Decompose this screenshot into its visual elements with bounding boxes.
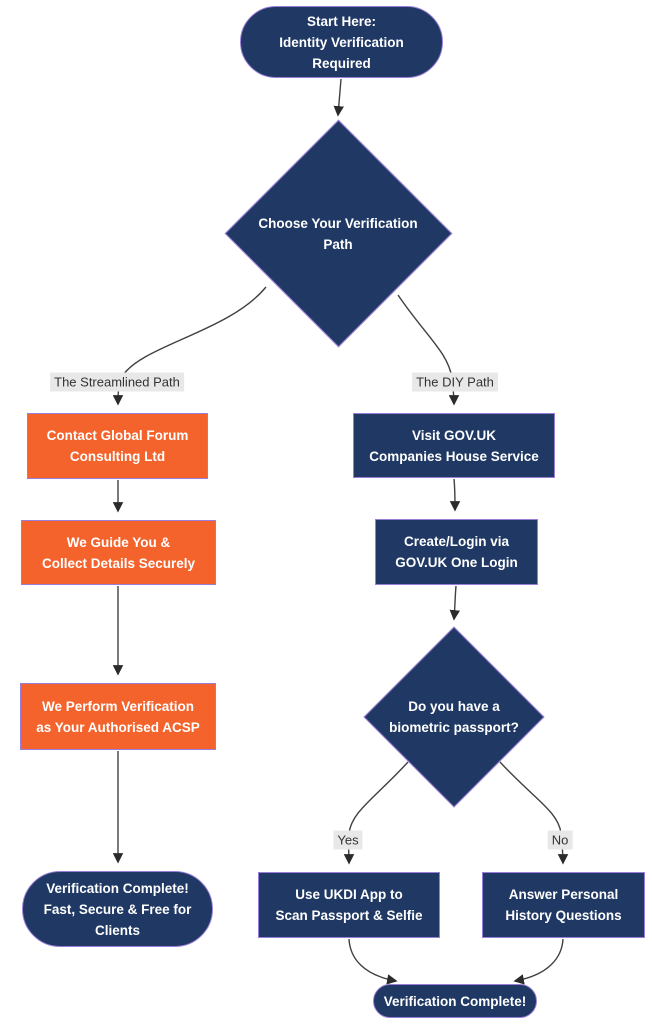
node-passport-line: biometric passport? (389, 720, 519, 735)
node-left-complete-line: Verification Complete! (46, 880, 189, 896)
node-start-line: Required (312, 55, 371, 71)
edge-questions-to-end (513, 938, 564, 985)
node-choose-path-line: Choose Your Verification (258, 216, 418, 231)
node-visit-line: Visit GOV.UK (411, 427, 497, 443)
node-ukdi-app-scan: Use UKDI App to Scan Passport & Selfie (258, 872, 440, 938)
node-visit-line: Companies House Service (369, 448, 539, 464)
edge-label-streamlined-path: The Streamlined Path (50, 372, 184, 392)
node-ukdi-line: Use UKDI App to (295, 887, 403, 902)
node-guide-line: We Guide You & (66, 534, 171, 550)
edge-label-yes: Yes (333, 830, 363, 850)
node-answer-history-questions: Answer Personal History Questions (482, 872, 645, 938)
node-passport-line: Do you have a (408, 699, 500, 714)
node-left-verification-complete: Verification Complete! Fast, Secure & Fr… (22, 871, 213, 947)
node-start-line: Start Here: (306, 13, 377, 29)
node-start-line: Identity Verification (279, 34, 404, 50)
node-perform-line: as Your Authorised ACSP (36, 719, 200, 735)
node-start: Start Here: Identity Verification Requir… (240, 6, 443, 78)
node-guide-line: Collect Details Securely (41, 555, 196, 571)
node-guide-collect-details: We Guide You & Collect Details Securely (21, 520, 216, 585)
edge-choose-to-contact (112, 286, 267, 406)
node-left-complete-line: Fast, Secure & Free for (43, 901, 192, 917)
node-perform-line: We Perform Verification (41, 698, 195, 714)
edge-label-diy-path: The DIY Path (412, 372, 498, 392)
node-choose-path-line: Path (323, 237, 353, 252)
node-questions-line: Answer Personal (508, 887, 619, 902)
node-contact-line: Contact Global Forum (46, 428, 189, 443)
node-login-line: Create/Login via (403, 534, 510, 549)
node-questions-line: History Questions (505, 908, 622, 923)
node-left-complete-line: Clients (94, 922, 140, 938)
node-end-line: Verification Complete! (383, 993, 527, 1009)
node-create-login-one-login: Create/Login via GOV.UK One Login (375, 519, 538, 585)
node-contact-global-forum: Contact Global Forum Consulting Ltd (27, 413, 208, 479)
node-ukdi-line: Scan Passport & Selfie (275, 908, 423, 923)
node-choose-path-label: Choose Your Verification Path (238, 212, 438, 256)
node-end-verification-complete: Verification Complete! (373, 984, 537, 1018)
edge-visit-to-login (449, 478, 461, 512)
edge-start-to-choose (333, 78, 344, 117)
node-biometric-passport-label: Do you have a biometric passport? (369, 695, 539, 739)
node-visit-govuk-companies-house: Visit GOV.UK Companies House Service (353, 413, 555, 478)
node-contact-line: Consulting Ltd (69, 449, 166, 464)
edge-ukdi-to-end (348, 938, 398, 985)
node-login-line: GOV.UK One Login (395, 555, 518, 570)
node-perform-verification-acsp: We Perform Verification as Your Authoris… (20, 683, 216, 750)
edge-label-no: No (547, 830, 573, 850)
edge-login-to-passport (449, 585, 461, 621)
